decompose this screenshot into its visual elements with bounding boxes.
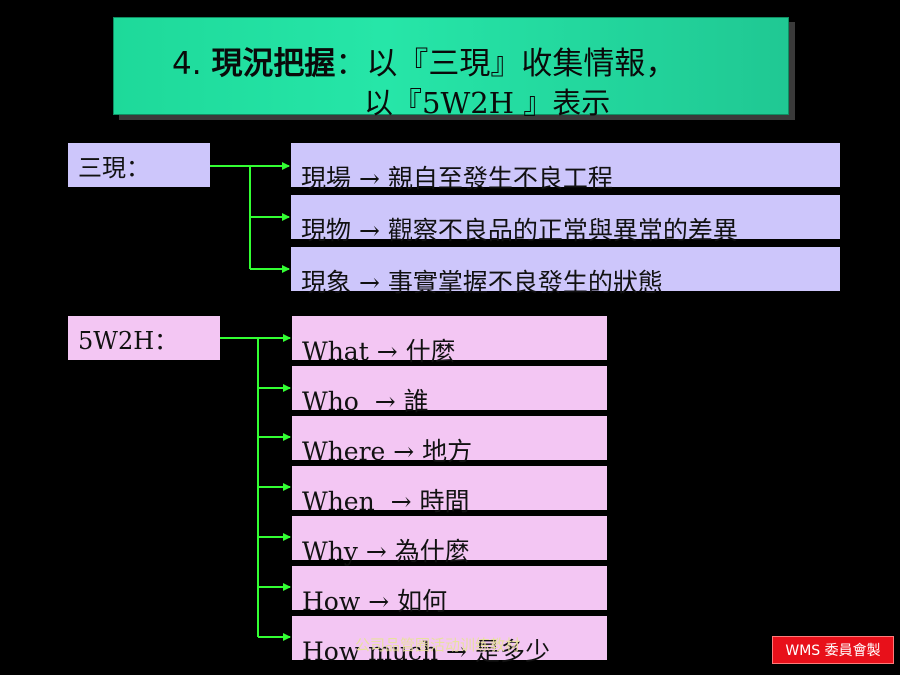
w5h2-item-how: How → 如何 [292,566,607,614]
w5h2-label: 5W2H： [68,316,220,360]
w5h2-item-why: Why → 為什麼 [292,516,607,564]
w5h2-item-text: Who → 誰 [302,387,429,416]
sangen-item-text: 現象 → 事實掌握不良發生的狀態 [301,268,663,297]
w5h2-item-text: When → 時間 [302,487,470,516]
w5h2-item-text: Why → 為什麼 [302,537,470,566]
w5h2-item-where: Where → 地方 [292,416,607,464]
wms-badge: WMS 委員會製 [772,636,894,664]
title-banner: 4. 現況把握：以『三現』收集情報， 以『5W2H 』表示 [113,17,789,120]
footer-caption: 公司品管圈活动训练教材 [355,636,521,654]
sangen-item-text: 現物 → 觀察不良品的正常與異常的差異 [301,216,738,245]
w5h2-item-what: What → 什麼 [292,316,607,364]
title-bold-part: 現況把握 [211,46,336,82]
w5h2-item-when: When → 時間 [292,466,607,514]
w5h2-item-who: Who → 誰 [292,366,607,414]
title-number: 4. [172,46,202,82]
title-line-1: 4. 現況把握：以『三現』收集情報， [172,38,676,83]
sangen-item-genba: 現場 → 親自至發生不良工程 [291,143,840,191]
sangen-item-genbutsu: 現物 → 觀察不良品的正常與異常的差異 [291,195,840,243]
sangen-label: 三現： [68,143,210,187]
w5h2-item-text: What → 什麼 [302,337,456,366]
title-line-2: 以『5W2H 』表示 [364,86,611,120]
sangen-item-text: 現場 → 親自至發生不良工程 [301,164,613,193]
w5h2-item-text: How → 如何 [302,587,448,616]
w5h2-item-how-much: How much → 是多少 [292,616,607,664]
w5h2-item-text: Where → 地方 [302,437,473,466]
w5h2-item-text: How much → 是多少 [302,637,550,666]
sangen-item-genshou: 現象 → 事實掌握不良發生的狀態 [291,247,840,295]
title-rest: ：以『三現』收集情報， [335,46,677,82]
